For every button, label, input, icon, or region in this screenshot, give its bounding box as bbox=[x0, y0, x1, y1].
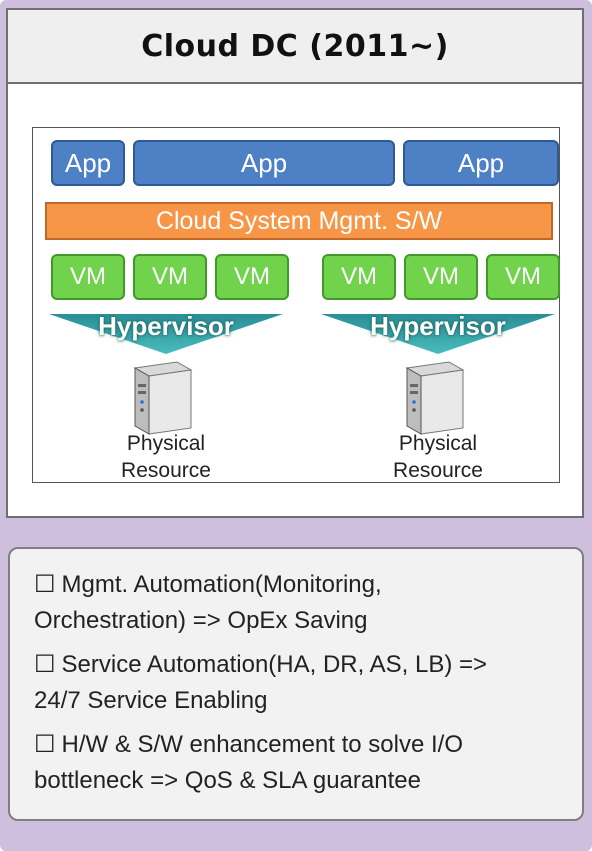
server-left-icon bbox=[125, 356, 197, 436]
bullet-item-1: ☐Mgmt. Automation(Monitoring, Orchestrat… bbox=[34, 567, 564, 639]
vm-box-right-1: VM bbox=[322, 254, 396, 300]
hypervisor-right-label: Hypervisor bbox=[370, 311, 506, 341]
cloud-dc-card: Cloud DC (2011~) App App App Cloud Syste… bbox=[6, 8, 584, 518]
vm-box-left-3: VM bbox=[215, 254, 289, 300]
physical-resource-left-label: Physical Resource bbox=[91, 430, 241, 484]
hypervisor-left: Hypervisor bbox=[49, 311, 283, 354]
checkbox-icon: ☐ bbox=[34, 651, 56, 678]
hypervisor-right-funnel bbox=[321, 314, 555, 354]
benefits-card: ☐Mgmt. Automation(Monitoring, Orchestrat… bbox=[8, 547, 584, 821]
checkbox-icon: ☐ bbox=[34, 731, 56, 758]
bullet-2-line1: Service Automation(HA, DR, AS, LB) => bbox=[61, 651, 488, 678]
vm-box-left-2: VM bbox=[133, 254, 207, 300]
bullet-item-3: ☐H/W & S/W enhancement to solve I/O bott… bbox=[34, 727, 564, 799]
app-box-1: App bbox=[51, 140, 125, 186]
hypervisor-left-funnel bbox=[49, 314, 283, 354]
vm-box-left-1: VM bbox=[51, 254, 125, 300]
vm-box-right-2: VM bbox=[404, 254, 478, 300]
physical-right-line2: Resource bbox=[393, 459, 483, 482]
bullet-3-line1: H/W & S/W enhancement to solve I/O bbox=[61, 731, 463, 758]
bullet-item-2: ☐Service Automation(HA, DR, AS, LB) => 2… bbox=[34, 647, 564, 719]
architecture-diagram: App App App Cloud System Mgmt. S/W VM VM… bbox=[32, 127, 560, 483]
vm-box-right-3: VM bbox=[486, 254, 560, 300]
physical-resource-right-label: Physical Resource bbox=[363, 430, 513, 484]
bullet-2-line2: 24/7 Service Enabling bbox=[34, 687, 268, 714]
hypervisor-left-label: Hypervisor bbox=[98, 311, 234, 341]
page-title: Cloud DC (2011~) bbox=[8, 10, 582, 84]
server-right-icon bbox=[397, 356, 469, 436]
mgmt-layer-bar: Cloud System Mgmt. S/W bbox=[45, 202, 553, 240]
app-box-3: App bbox=[403, 140, 559, 186]
bullet-1-line1: Mgmt. Automation(Monitoring, bbox=[61, 571, 382, 598]
checkbox-icon: ☐ bbox=[34, 571, 56, 598]
bullet-3-line2: bottleneck => QoS & SLA guarantee bbox=[34, 767, 421, 794]
physical-left-line1: Physical bbox=[126, 432, 206, 455]
physical-right-line1: Physical bbox=[398, 432, 478, 455]
app-box-2: App bbox=[133, 140, 395, 186]
physical-left-line2: Resource bbox=[121, 459, 211, 482]
hypervisor-right: Hypervisor bbox=[321, 311, 555, 354]
bullet-1-line2: Orchestration) => OpEx Saving bbox=[34, 607, 368, 634]
